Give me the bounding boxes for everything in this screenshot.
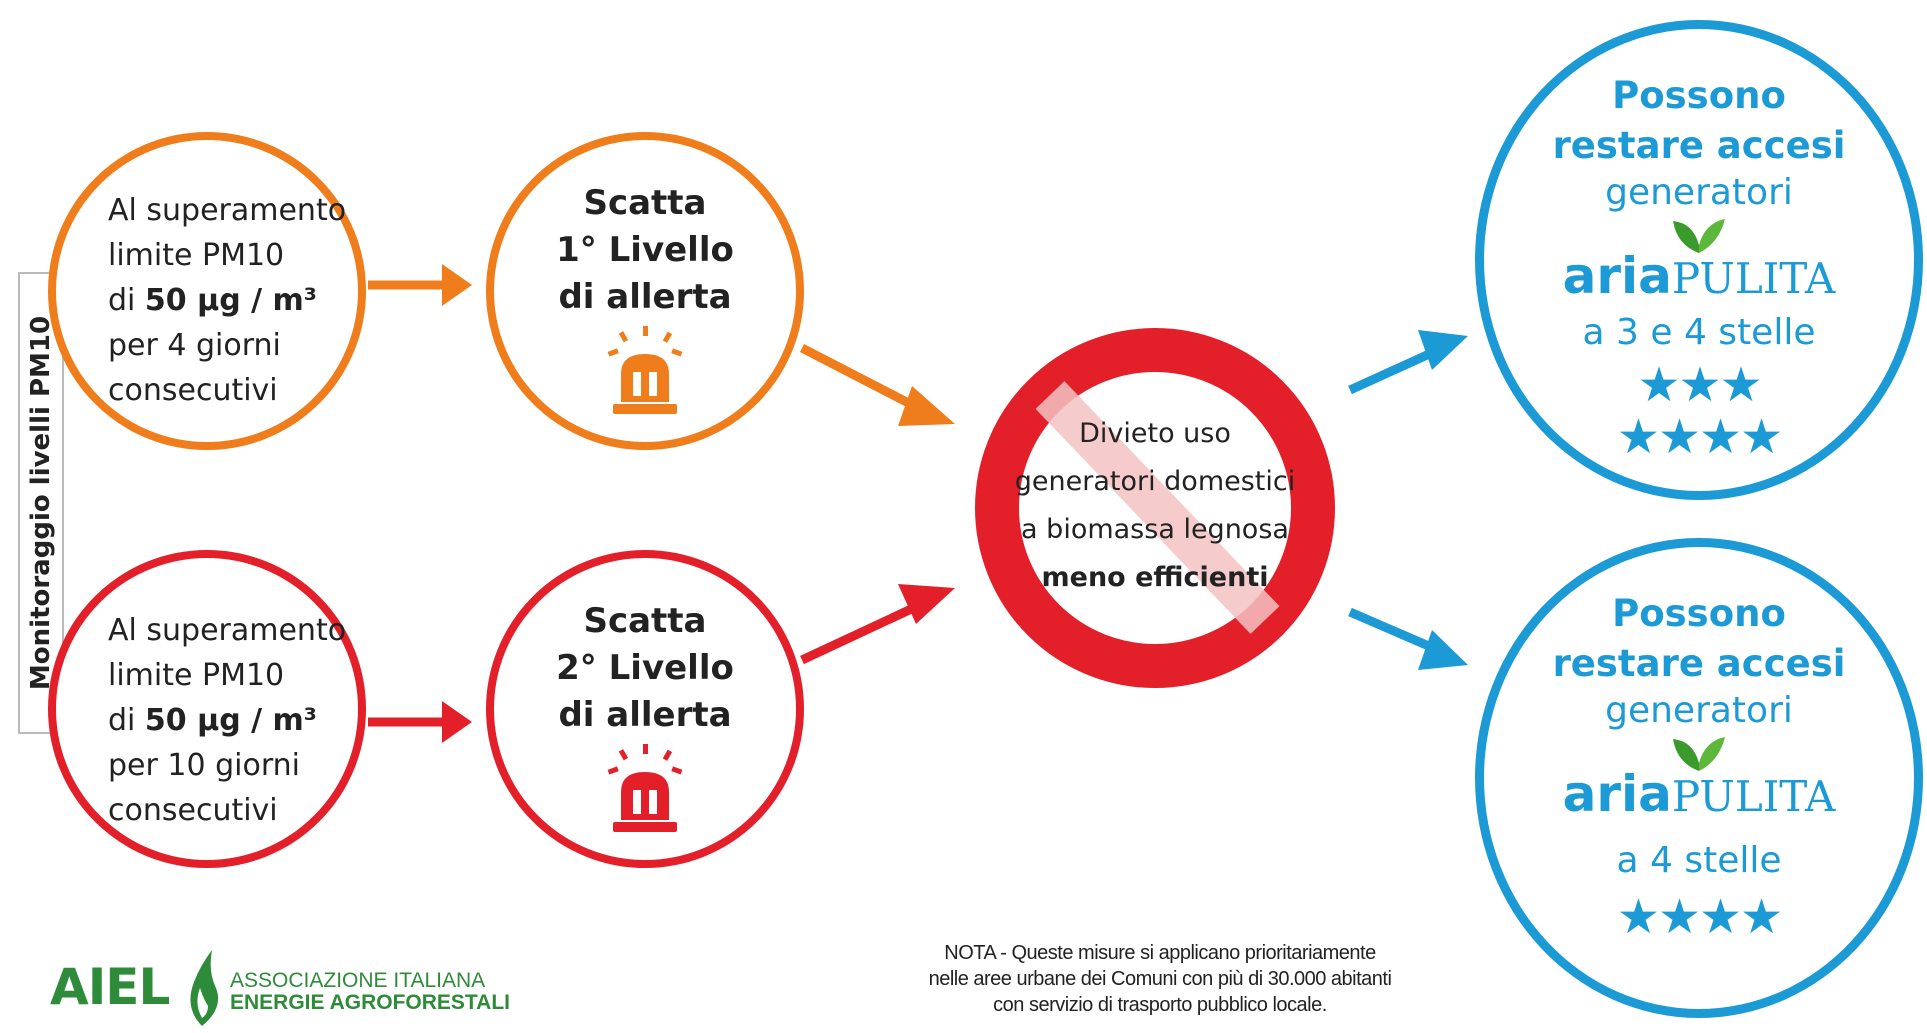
allowed1-heading: Possono restare accesi: [1484, 71, 1914, 171]
alert2-title-line1: Scatta: [583, 601, 707, 641]
note-line2: nelle aree urbane dei Comuni con più di …: [928, 968, 1392, 990]
alert-title-level2: Scatta 2° Livello di allerta: [494, 598, 796, 739]
condition2-line4: per 10 giorni: [108, 748, 300, 783]
allowed-circle-3-4-stars: Possono restare accesi generatori ariaPU…: [1475, 20, 1923, 500]
aria-pulita-logo: ariaPULITA: [1484, 215, 1914, 315]
condition1-line1: Al superamento: [108, 193, 347, 228]
ban-sign-icon: [975, 328, 1335, 688]
arrow-level2-to-ban: [800, 584, 955, 665]
arrow-condition1-to-level1: [368, 264, 472, 306]
alert-title-level1: Scatta 1° Livello di allerta: [494, 180, 796, 321]
star-icon-row-4: ★★★★: [1616, 411, 1783, 464]
footnote: NOTA - Queste misure si applicano priori…: [880, 940, 1440, 1018]
allowed-circle-4-stars: Possono restare accesi generatori ariaPU…: [1475, 538, 1923, 1018]
condition-text-level1: Al superamento limite PM10 di 50 µg / m³…: [108, 188, 346, 413]
aiel-logo-text: ASSOCIAZIONE ITALIANA ENERGIE AGROFOREST…: [230, 970, 510, 1014]
ban-line4: meno efficienti: [1010, 554, 1300, 602]
condition2-line5: consecutivi: [108, 793, 278, 828]
allowed1-stars-text: a 3 e 4 stelle: [1582, 312, 1816, 353]
aria-logo-word2: PULITA: [1671, 254, 1836, 303]
allowed2-line3: generatori: [1605, 690, 1793, 731]
aiel-logo-brand: AIEL: [50, 958, 170, 1016]
arrow-level1-to-ban: [799, 344, 955, 426]
note-line1: NOTA - Queste misure si applicano priori…: [944, 942, 1376, 964]
aria-logo-word1: aria: [1562, 247, 1672, 305]
condition1-line5: consecutivi: [108, 373, 278, 408]
condition1-line2: limite PM10: [108, 238, 285, 273]
aria-logo-word1: aria: [1562, 765, 1672, 823]
aiel-logo-line1: ASSOCIAZIONE ITALIANA: [230, 969, 486, 992]
condition2-line2: limite PM10: [108, 658, 285, 693]
condition-circle-level2: Al superamento limite PM10 di 50 µg / m³…: [48, 550, 366, 868]
condition1-line3: di 50 µg / m³: [108, 278, 346, 323]
ban-text-block: Divieto uso generatori domestici a bioma…: [1010, 410, 1300, 610]
ban-line1: Divieto uso: [1079, 418, 1231, 449]
leaf-icon: [1673, 737, 1725, 771]
condition1-line3-prefix: di: [108, 283, 145, 318]
alert-circle-level1: Scatta 1° Livello di allerta: [486, 132, 804, 450]
allowed2-heading: Possono restare accesi: [1484, 589, 1914, 689]
alert-circle-level2: Scatta 2° Livello di allerta: [486, 550, 804, 868]
allowed1-line2: restare accesi: [1552, 124, 1846, 167]
condition2-line3: di 50 µg / m³: [108, 698, 346, 743]
allowed1-line1: Possono: [1612, 74, 1786, 117]
aria-pulita-logo: ariaPULITA: [1484, 733, 1914, 833]
allowed1-line3: generatori: [1605, 172, 1793, 213]
aria-logo-word2: PULITA: [1671, 772, 1836, 821]
alert1-title-line2: 1° Livello: [556, 230, 734, 270]
condition-circle-level1: Al superamento limite PM10 di 50 µg / m³…: [48, 132, 366, 450]
condition-text-level2: Al superamento limite PM10 di 50 µg / m³…: [108, 608, 346, 833]
condition2-line1: Al superamento: [108, 613, 347, 648]
side-label-box: Monitoraggio livelli PM10: [18, 272, 64, 734]
arrow-ban-to-allowed1: [1348, 330, 1468, 395]
aiel-logo: AIEL ASSOCIAZIONE ITALIANA ENERGIE AGROF…: [50, 948, 520, 1028]
allowed2-line2: restare accesi: [1552, 642, 1846, 685]
aiel-logo-line2: ENERGIE AGROFORESTALI: [230, 991, 511, 1014]
condition1-line4: per 4 giorni: [108, 328, 281, 363]
alert1-title-line3: di allerta: [558, 277, 732, 317]
star-icon-row-4: ★★★★: [1616, 891, 1783, 944]
ban-line4-bold: meno efficienti: [1041, 562, 1269, 593]
siren-icon: [607, 326, 683, 414]
condition2-limit-value: 50 µg / m³: [144, 703, 317, 738]
alert2-title-line3: di allerta: [558, 695, 732, 735]
alert2-title-line2: 2° Livello: [556, 648, 734, 688]
note-line3: con servizio di trasporto pubblico local…: [993, 994, 1327, 1016]
condition1-limit-value: 50 µg / m³: [144, 283, 317, 318]
allowed2-line1: Possono: [1612, 592, 1786, 635]
siren-icon: [607, 744, 683, 832]
star-icon-row-3: ★★★: [1637, 359, 1762, 412]
condition2-line3-prefix: di: [108, 703, 145, 738]
alert1-title-line1: Scatta: [583, 183, 707, 223]
leaf-icon: [1673, 219, 1725, 253]
arrow-ban-to-allowed2: [1348, 607, 1468, 670]
ban-line2: generatori domestici: [1014, 466, 1296, 497]
ban-line3: a biomassa legnosa: [1021, 514, 1289, 545]
arrow-condition2-to-level2: [368, 701, 472, 743]
flame-leaf-icon: [190, 950, 219, 1026]
allowed2-stars-text: a 4 stelle: [1616, 840, 1782, 881]
